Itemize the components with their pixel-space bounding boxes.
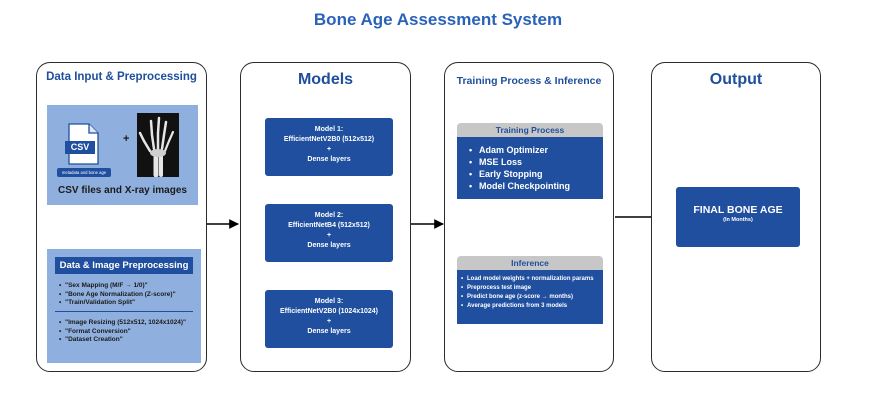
csv-file-icon: CSV <box>65 123 101 165</box>
model-1-layers: Dense layers <box>307 156 351 163</box>
training-item-early-stopping: Early Stopping <box>465 168 603 180</box>
preprocessing-title: Data & Image Preprocessing <box>55 257 193 274</box>
model-1-plus: + <box>326 146 332 153</box>
training-process-box: Training Process Adam Optimizer MSE Loss… <box>457 123 603 199</box>
model-3-name: Model 3: <box>314 298 344 305</box>
input-files-box: CSV metadata and bone age + CSV files an… <box>47 105 198 205</box>
preprocessing-group2: "Image Resizing (512x512, 1024x1024)" "F… <box>57 319 197 345</box>
inference-item-preprocess: Preprocess test image <box>459 284 603 293</box>
training-item-checkpointing: Model Checkpointing <box>465 180 603 192</box>
model-3-arch: EfficientNetV2B0 (1024x1024) <box>279 308 379 315</box>
preprocessing-divider <box>55 311 193 312</box>
prep-item-split: "Train/Validation Split" <box>57 299 197 308</box>
prep-item-dataset: "Dataset Creation" <box>57 336 197 345</box>
preprocessing-box: Data & Image Preprocessing "Sex Mapping … <box>47 249 201 363</box>
model-3-plus: + <box>326 318 332 325</box>
training-item-optimizer: Adam Optimizer <box>465 144 603 156</box>
model-2-plus: + <box>326 232 332 239</box>
panel-output: Output FINAL BONE AGE (In Months) <box>651 62 821 372</box>
panel-title-models: Models <box>297 71 354 88</box>
csv-icon-label: CSV <box>70 142 90 152</box>
inference-box: Inference Load model weights + normaliza… <box>457 256 603 324</box>
inference-item-load: Load model weights + normalization param… <box>459 275 603 284</box>
final-bone-age-unit: (In Months) <box>723 217 753 223</box>
inference-list: Load model weights + normalization param… <box>457 270 603 324</box>
prep-item-normalization: "Bone Age Normalization (Z-score)" <box>57 291 197 300</box>
training-process-title: Training Process <box>457 123 603 137</box>
files-label: CSV files and X-ray images <box>58 185 187 196</box>
xray-hand-image <box>137 113 179 178</box>
panel-data-input: Data Input & Preprocessing CSV metadata … <box>36 62 207 372</box>
panel-training: Training Process & Inference Training Pr… <box>444 62 614 372</box>
model-3-box: Model 3: EfficientNetV2B0 (1024x1024) + … <box>265 290 393 348</box>
preprocessing-group1: "Sex Mapping (M/F → 1/0)" "Bone Age Norm… <box>57 282 197 308</box>
model-2-name: Model 2: <box>314 212 344 219</box>
final-bone-age-label: FINAL BONE AGE <box>693 204 783 216</box>
inference-item-average: Average predictions from 3 models <box>459 302 603 311</box>
inference-item-predict: Predict bone age (z-score → months) <box>459 293 603 302</box>
panel-title-data-input: Data Input & Preprocessing <box>46 71 197 83</box>
inference-title: Inference <box>457 256 603 270</box>
panel-title-training: Training Process & Inference <box>456 75 602 87</box>
model-3-layers: Dense layers <box>307 328 351 335</box>
training-process-list: Adam Optimizer MSE Loss Early Stopping M… <box>457 137 603 199</box>
model-1-name: Model 1: <box>314 126 344 133</box>
plus-sign: + <box>123 133 130 145</box>
prep-item-sex-mapping: "Sex Mapping (M/F → 1/0)" <box>57 282 197 291</box>
panel-title-output: Output <box>709 71 763 88</box>
model-1-arch: EfficientNetV2B0 (512x512) <box>283 136 375 143</box>
model-2-layers: Dense layers <box>307 242 351 249</box>
training-item-loss: MSE Loss <box>465 156 603 168</box>
panel-models: Models Model 1: EfficientNetV2B0 (512x51… <box>240 62 411 372</box>
prep-item-format: "Format Conversion" <box>57 328 197 337</box>
model-1-box: Model 1: EfficientNetV2B0 (512x512) + De… <box>265 118 393 176</box>
model-2-arch: EfficientNetB4 (512x512) <box>288 222 370 229</box>
page-title: Bone Age Assessment System <box>313 10 563 29</box>
csv-caption: metadata and bone age <box>57 168 111 177</box>
prep-item-resizing: "Image Resizing (512x512, 1024x1024)" <box>57 319 197 328</box>
model-2-box: Model 2: EfficientNetB4 (512x512) + Dens… <box>265 204 393 262</box>
final-bone-age-box: FINAL BONE AGE (In Months) <box>676 187 800 247</box>
